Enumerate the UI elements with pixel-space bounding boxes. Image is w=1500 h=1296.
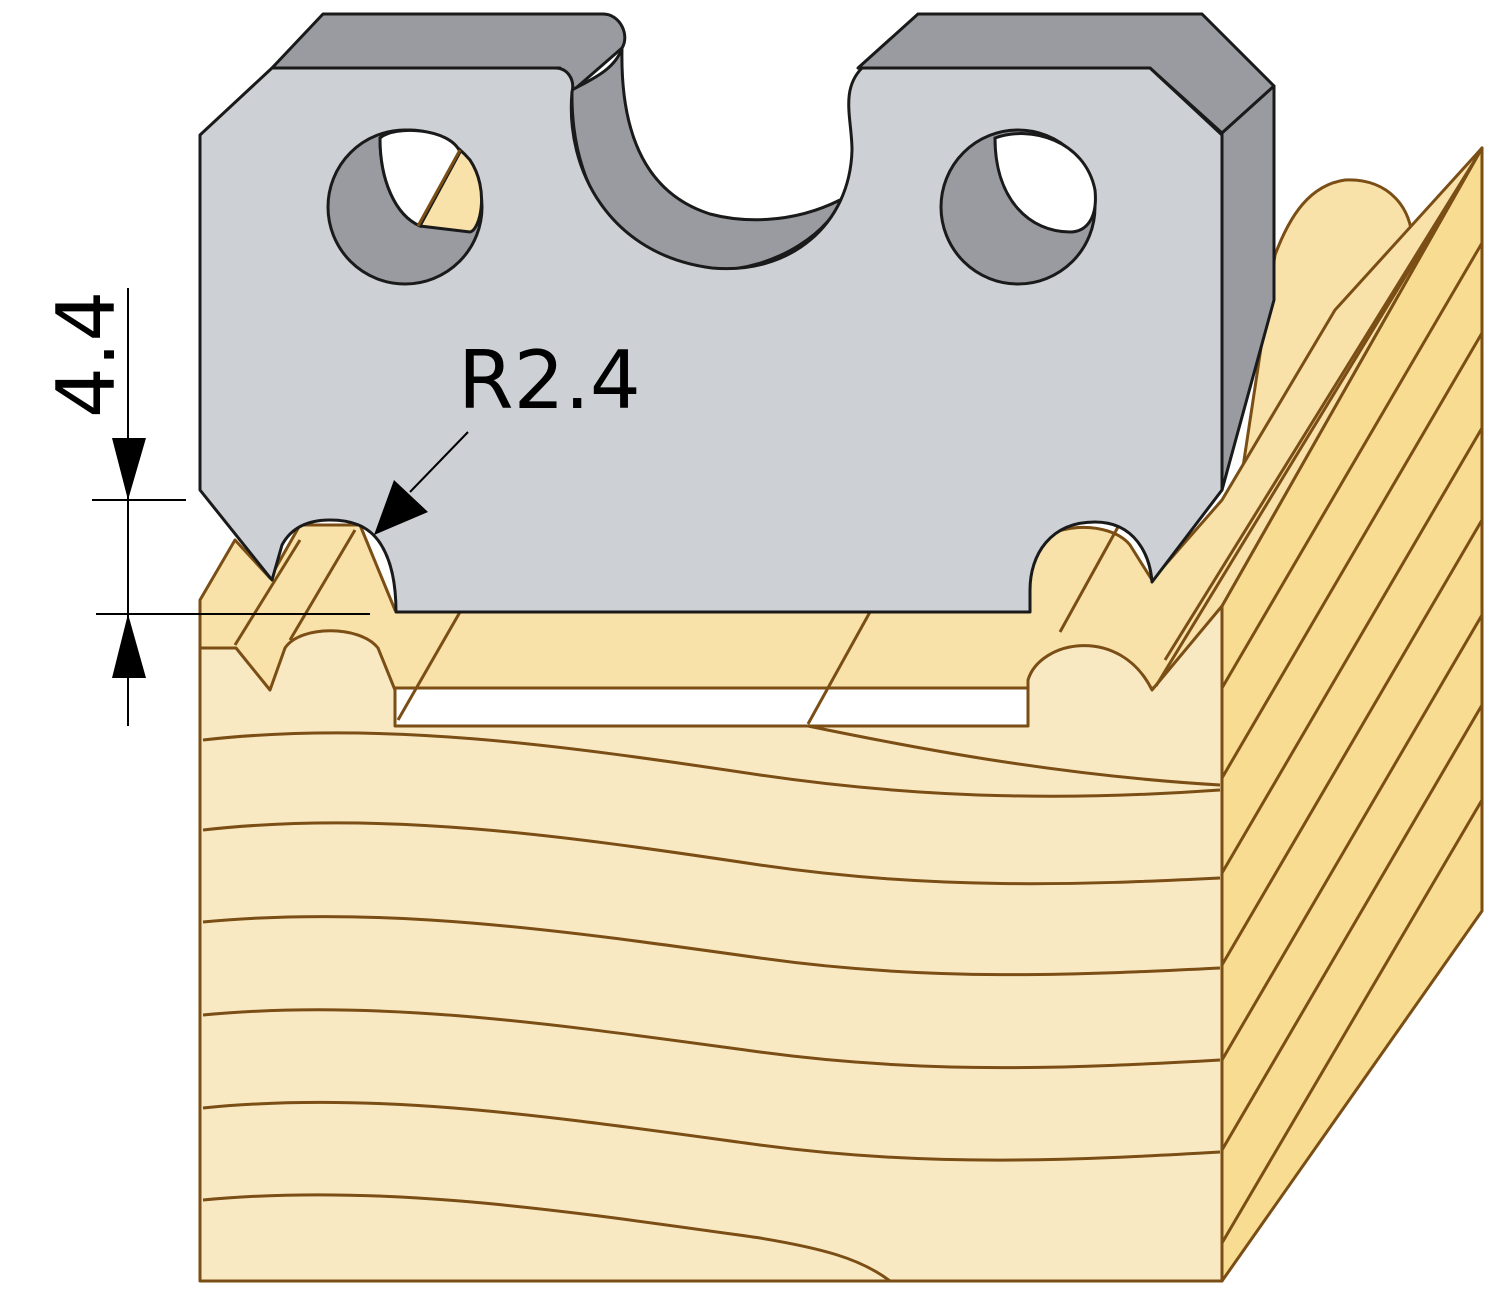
wood-front-face xyxy=(198,604,1224,1283)
dimension-annotations: 4.4 R2.4 xyxy=(40,288,641,726)
wood-top-grain xyxy=(233,154,1480,725)
blade-top-left xyxy=(270,12,627,97)
wood-workpiece xyxy=(198,146,1484,1283)
wood-front-grain xyxy=(202,724,1221,1283)
height-dimension-label: 4.4 xyxy=(40,291,133,418)
blade-hole-left xyxy=(326,128,484,286)
blade-hole-right xyxy=(939,128,1097,286)
dimension-arrow-up-icon xyxy=(112,614,146,678)
dimension-arrow-down-icon xyxy=(112,438,146,500)
cutter-blade xyxy=(198,12,1276,614)
radius-leader-line xyxy=(409,431,469,493)
radius-dimension-label: R2.4 xyxy=(458,334,641,427)
wood-side-grain xyxy=(1220,242,1484,1244)
radius-arrow-icon xyxy=(374,480,428,535)
